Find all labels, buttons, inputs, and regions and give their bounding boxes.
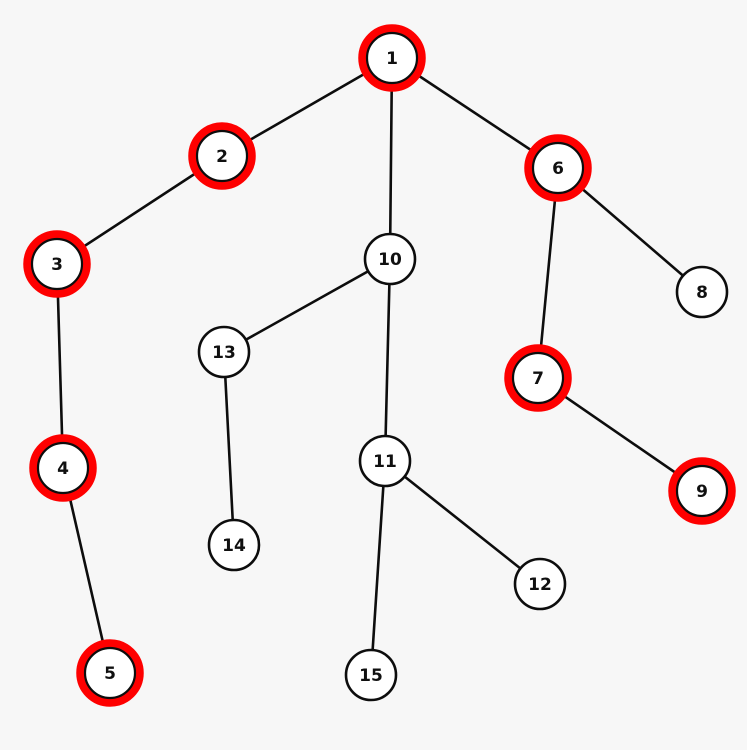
graph-edge-3-4 — [55, 262, 65, 470]
node-highlight-ring-1 — [358, 24, 426, 92]
graph-node-8[interactable]: 8 — [675, 265, 729, 319]
graph-node-6[interactable]: 6 — [524, 134, 592, 202]
node-circle-8[interactable] — [675, 265, 729, 319]
node-highlight-ring-2 — [188, 122, 256, 190]
node-label-10: 10 — [378, 250, 402, 270]
node-highlight-ring-7 — [504, 344, 572, 412]
node-label-2: 2 — [216, 147, 228, 167]
node-highlight-ring-6 — [524, 134, 592, 202]
graph-node-3[interactable]: 3 — [23, 230, 91, 298]
node-circle-4[interactable] — [36, 441, 90, 495]
node-label-9: 9 — [696, 482, 708, 502]
node-circle-1[interactable] — [365, 31, 419, 85]
graph-node-13[interactable]: 13 — [197, 325, 251, 379]
node-circle-7[interactable] — [511, 351, 565, 405]
node-label-3: 3 — [51, 255, 63, 275]
graph-node-15[interactable]: 15 — [344, 648, 398, 702]
node-label-1: 1 — [386, 49, 398, 69]
node-highlight-ring-3 — [23, 230, 91, 298]
node-label-6: 6 — [552, 159, 564, 179]
node-circle-5[interactable] — [83, 646, 137, 700]
node-circle-15[interactable] — [344, 648, 398, 702]
node-circle-2[interactable] — [195, 129, 249, 183]
node-label-15: 15 — [359, 666, 383, 686]
graph-node-5[interactable]: 5 — [76, 639, 144, 707]
graph-edge-11-15 — [369, 459, 387, 677]
graph-node-9[interactable]: 9 — [668, 457, 736, 525]
node-circle-3[interactable] — [30, 237, 84, 291]
graph-node-7[interactable]: 7 — [504, 344, 572, 412]
node-highlight-ring-4 — [29, 434, 97, 502]
node-circle-9[interactable] — [675, 464, 729, 518]
graph-edge-4-5 — [61, 466, 112, 675]
node-label-14: 14 — [222, 536, 246, 556]
node-label-7: 7 — [532, 369, 544, 389]
graph-edge-13-14 — [222, 350, 236, 547]
edge-layer — [55, 56, 704, 677]
node-circle-11[interactable] — [358, 434, 412, 488]
node-label-13: 13 — [212, 343, 236, 363]
graph-edge-10-13 — [222, 257, 392, 354]
graph-node-12[interactable]: 12 — [513, 557, 567, 611]
node-label-5: 5 — [104, 664, 116, 684]
graph-node-10[interactable]: 10 — [363, 232, 417, 286]
node-circle-10[interactable] — [363, 232, 417, 286]
node-label-12: 12 — [528, 575, 552, 595]
node-circle-12[interactable] — [513, 557, 567, 611]
node-label-8: 8 — [696, 283, 708, 303]
node-circle-14[interactable] — [207, 518, 261, 572]
graph-node-11[interactable]: 11 — [358, 434, 412, 488]
graph-edge-6-7 — [536, 166, 560, 380]
node-highlight-ring-9 — [668, 457, 736, 525]
node-circle-6[interactable] — [531, 141, 585, 195]
graph-node-4[interactable]: 4 — [29, 434, 97, 502]
graph-edge-10-11 — [383, 257, 392, 463]
node-label-11: 11 — [373, 452, 397, 472]
graph-node-14[interactable]: 14 — [207, 518, 261, 572]
node-highlight-ring-5 — [76, 639, 144, 707]
graph-node-2[interactable]: 2 — [188, 122, 256, 190]
node-label-4: 4 — [57, 459, 69, 479]
node-circle-13[interactable] — [197, 325, 251, 379]
graph-node-1[interactable]: 1 — [358, 24, 426, 92]
graph-edge-11-12 — [383, 459, 542, 586]
